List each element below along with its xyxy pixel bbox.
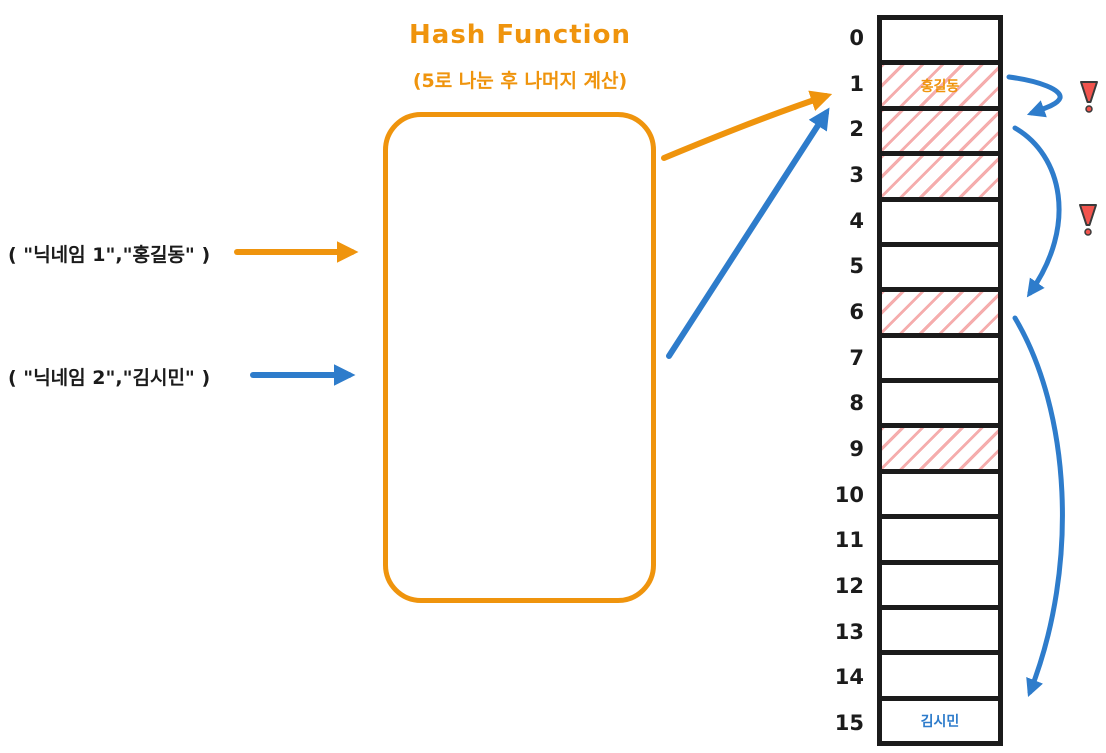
table-cell-8 <box>882 383 998 429</box>
table-cell-5 <box>882 247 998 293</box>
index-label-2: 2 <box>849 117 864 142</box>
probe-arrow-6-to-15 <box>1012 315 1065 698</box>
hash-output-arrow-blue <box>666 107 830 359</box>
table-cell-2 <box>882 110 998 157</box>
probe-arrow-1-to-2 <box>1006 74 1063 118</box>
index-label-11: 11 <box>834 528 864 553</box>
index-label-8: 8 <box>849 391 864 416</box>
diagram-subtitle: (5로 나눈 후 나머지 계산) <box>412 70 628 92</box>
index-label-15: 15 <box>834 711 864 736</box>
table-cell-3 <box>882 156 998 202</box>
index-label-12: 12 <box>834 574 864 599</box>
diagram-title: Hash Function <box>409 20 631 50</box>
table-cell-13 <box>882 610 998 656</box>
index-label-1: 1 <box>849 71 864 96</box>
hash-function-box <box>383 112 656 603</box>
cell-value: 홍길동 <box>920 78 960 95</box>
index-label-3: 3 <box>849 162 864 187</box>
table-cell-1: 홍길동 <box>882 65 998 111</box>
index-label-10: 10 <box>834 482 864 507</box>
collision-warning-icon-2 <box>1079 204 1097 236</box>
index-label-4: 4 <box>849 208 864 233</box>
index-label-7: 7 <box>849 345 864 370</box>
table-cell-11 <box>882 519 998 565</box>
index-label-0: 0 <box>849 25 864 50</box>
table-cell-0 <box>882 20 998 66</box>
cell-value: 김시민 <box>920 713 960 730</box>
table-cell-6 <box>882 292 998 338</box>
index-label-14: 14 <box>834 665 864 690</box>
index-label-5: 5 <box>849 254 864 279</box>
table-cell-15: 김시민 <box>882 701 998 741</box>
index-label-9: 9 <box>849 437 864 462</box>
table-cell-4 <box>882 202 998 247</box>
input-pair-1: ( "닉네임 1","홍길동" ) <box>8 244 211 266</box>
input-pair-2: ( "닉네임 2","김시민" ) <box>8 367 211 389</box>
table-cell-14 <box>882 655 998 701</box>
header: Hash Function (5로 나눈 후 나머지 계산) <box>350 20 690 93</box>
collision-warning-icon-1 <box>1080 81 1098 113</box>
index-label-13: 13 <box>834 619 864 644</box>
table-cell-10 <box>882 474 998 520</box>
table-cell-12 <box>882 565 998 610</box>
table-cell-9 <box>882 428 998 474</box>
index-label-6: 6 <box>849 299 864 324</box>
probe-arrow-2-to-6 <box>1012 125 1062 298</box>
table-cell-7 <box>882 338 998 383</box>
hash-output-arrow-orange <box>661 90 833 161</box>
